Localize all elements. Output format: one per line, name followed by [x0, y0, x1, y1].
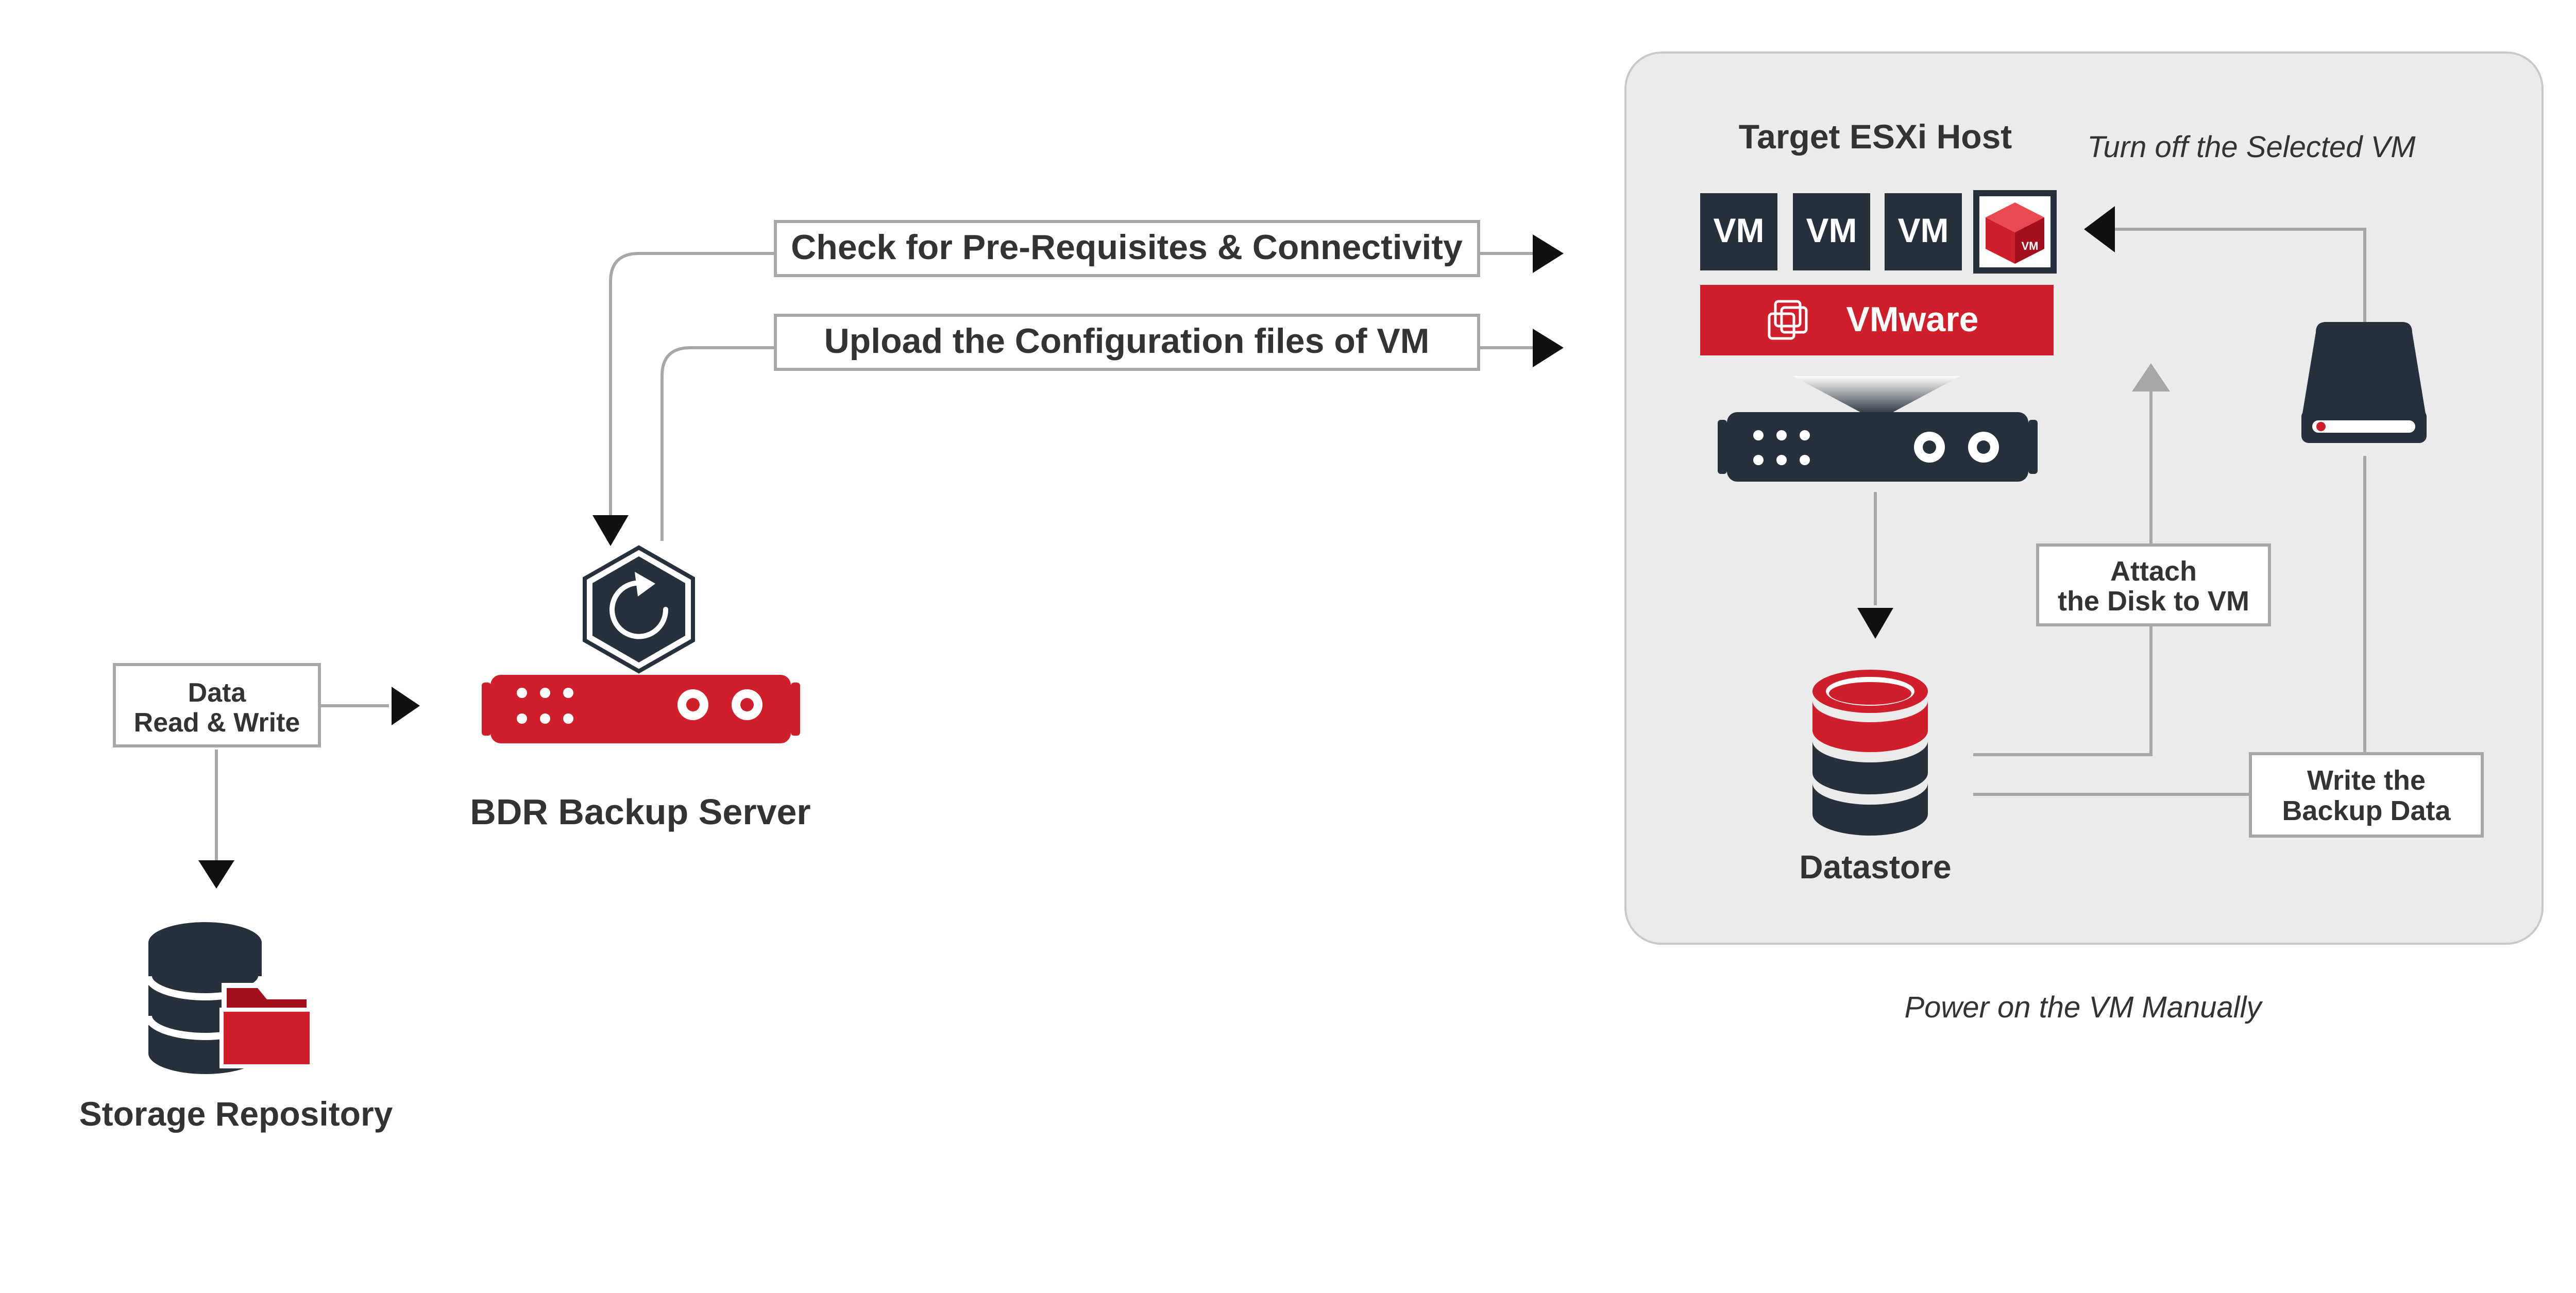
storage-repository-group: Storage Repository — [79, 922, 393, 1133]
data-rw-line1: Data — [188, 678, 247, 708]
esxi-host-title: Target ESXi Host — [1739, 117, 2012, 156]
write-box — [2249, 752, 2484, 838]
vmware-bar — [1700, 285, 2054, 355]
check-step-label: Check for Pre-Requisites & Connectivity — [791, 228, 1463, 267]
vmware-funnel-shadow — [1793, 376, 1960, 415]
esxi-rack-ear-left — [1718, 420, 1727, 474]
vmware-logo-icon — [1768, 300, 1808, 340]
vmware-label: VMware — [1846, 300, 1979, 339]
bdr-server-knob-2-inner — [740, 698, 754, 711]
turnoff-connector — [2092, 228, 2366, 322]
vm-tile-2-label: VM — [1806, 211, 1857, 249]
esxi-rack-knob-2-inner — [1977, 440, 1990, 454]
bdr-server-label: BDR Backup Server — [470, 792, 810, 832]
esxi-rack-leds — [1753, 430, 1810, 465]
data-rw-box — [113, 663, 321, 747]
check-arrowhead — [1533, 234, 1564, 273]
restore-icon — [609, 572, 669, 639]
check-down-arrowhead — [592, 515, 629, 546]
power-on-note: Power on the VM Manually — [1904, 991, 2263, 1024]
bdr-server-leds — [517, 688, 573, 724]
arrowheads — [198, 206, 2115, 889]
vm-row: VM VM VM VM — [1700, 190, 2057, 274]
vm-tile-1 — [1700, 193, 1777, 270]
upload-connector-left — [660, 346, 775, 541]
bdr-server-ear-left — [482, 683, 491, 736]
data-rw-arrowhead — [392, 687, 420, 725]
disk-drive-icon — [2301, 322, 2427, 443]
esxi-rack-server — [1718, 412, 2038, 482]
storage-repository-label: Storage Repository — [79, 1095, 393, 1133]
attach-connector — [1973, 392, 2153, 756]
vm-tile-3 — [1885, 193, 1962, 270]
bdr-server-knob-1-inner — [686, 698, 700, 711]
upload-step-box — [774, 314, 1480, 371]
upload-step-label: Upload the Configuration files of VM — [824, 321, 1430, 361]
hexagon-inner — [592, 556, 685, 662]
attach-line1: Attach — [2110, 556, 2197, 587]
esxi-rack-knob-1-inner — [1923, 440, 1936, 454]
esxi-rack-ear-right — [2028, 420, 2038, 474]
vm-tile-1-label: VM — [1714, 211, 1765, 249]
vm-box-icon: VM — [1986, 202, 2044, 264]
write-line1: Write the — [2307, 765, 2426, 796]
attach-arrow-up — [2132, 363, 2170, 392]
datastore-arrowhead — [1857, 608, 1893, 639]
vm-tile-3-label: VM — [1898, 211, 1949, 249]
datastore-label: Datastore — [1799, 848, 1951, 886]
vm-tile-2 — [1793, 193, 1870, 270]
check-step-box — [774, 220, 1480, 277]
bdr-server-group: BDR Backup Server — [470, 545, 811, 832]
datastore-icon — [1812, 670, 1928, 836]
attach-line2: the Disk to VM — [2058, 586, 2249, 617]
turnoff-arrowhead — [2084, 206, 2115, 252]
data-rw-line2: Read & Write — [134, 708, 300, 738]
attach-box — [2036, 543, 2271, 626]
folder-icon — [219, 983, 314, 1068]
esxi-host-panel — [1624, 52, 2544, 945]
check-connector-left — [609, 252, 775, 515]
repo-arrowhead — [198, 860, 234, 889]
write-line2: Backup Data — [2282, 795, 2451, 826]
bdr-server-ear-right — [791, 683, 800, 736]
turn-off-note: Turn off the Selected VM — [2087, 130, 2416, 164]
upload-arrowhead — [1533, 329, 1564, 367]
vm-box-icon-label: VM — [2022, 240, 2039, 252]
